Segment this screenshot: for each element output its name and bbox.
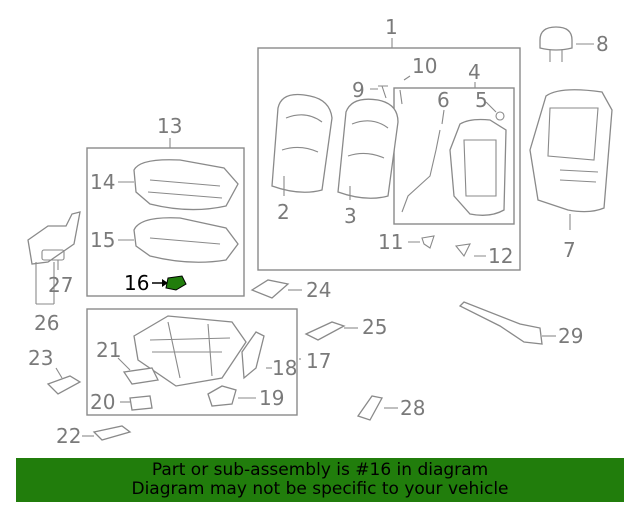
back-panel-part [529,89,613,213]
callout-28: 28 [400,396,425,420]
seatback-cover-part [271,93,333,193]
callout-13: 13 [157,114,182,138]
cushion-pad-part [133,217,239,263]
callout-11: 11 [378,230,403,254]
callout-14: 14 [90,170,115,194]
callout-7: 7 [563,238,576,262]
callout-23: 23 [28,346,53,370]
callout-29: 29 [558,324,583,348]
group-box-seat-track [86,308,298,416]
connector-part-20 [129,395,153,411]
banner-line-1: Part or sub-assembly is #16 in diagram [151,460,489,480]
banner-line-2: Diagram may not be specific to your vehi… [131,479,509,499]
callout-24: 24 [306,278,331,302]
callout-20: 20 [90,390,115,414]
callout-15: 15 [90,228,115,252]
callout-21: 21 [96,338,121,362]
callout-6: 6 [437,88,450,112]
callout-5: 5 [475,88,488,112]
callout-25: 25 [362,315,387,339]
callout-16: 16 [124,271,149,295]
group-box-seat-back [257,47,521,271]
callout-1: 1 [385,15,398,39]
callout-3: 3 [344,204,357,228]
callout-8: 8 [596,32,609,56]
callout-10: 10 [412,54,437,78]
callout-18: 18 [272,356,297,380]
callout-9: 9 [352,78,365,102]
part-23 [46,375,82,395]
seat-parts-diagram: 1 2 3 4 5 6 7 8 9 10 11 12 13 14 15 16 1… [27,15,613,448]
callout-27: 27 [48,273,73,297]
headrest-part [539,26,573,62]
bracket-24-part [250,279,290,299]
callout-2: 2 [277,200,290,224]
callout-4: 4 [468,60,481,84]
part-19 [207,385,237,407]
seat-track-part [133,315,265,387]
part-22 [92,425,132,441]
cushion-cover-part [133,159,239,211]
info-banner: Part or sub-assembly is #16 in diagram D… [16,458,624,502]
callout-17: 17 [306,349,331,373]
clip-part [421,235,471,258]
callout-26: 26 [34,311,59,335]
side-trim-part [458,301,543,345]
rail-cover-part [304,321,346,341]
callout-22: 22 [56,424,81,448]
callout-12: 12 [488,244,513,268]
motor-part-21 [122,367,159,385]
seatback-pad-part [337,98,399,199]
highlighted-part-16 [165,275,187,291]
frame-part [401,111,507,216]
group-box-cushion [86,147,245,297]
pin-part [378,85,406,105]
side-bracket-part [27,211,81,265]
callout-19: 19 [259,386,284,410]
part-28 [356,395,383,421]
